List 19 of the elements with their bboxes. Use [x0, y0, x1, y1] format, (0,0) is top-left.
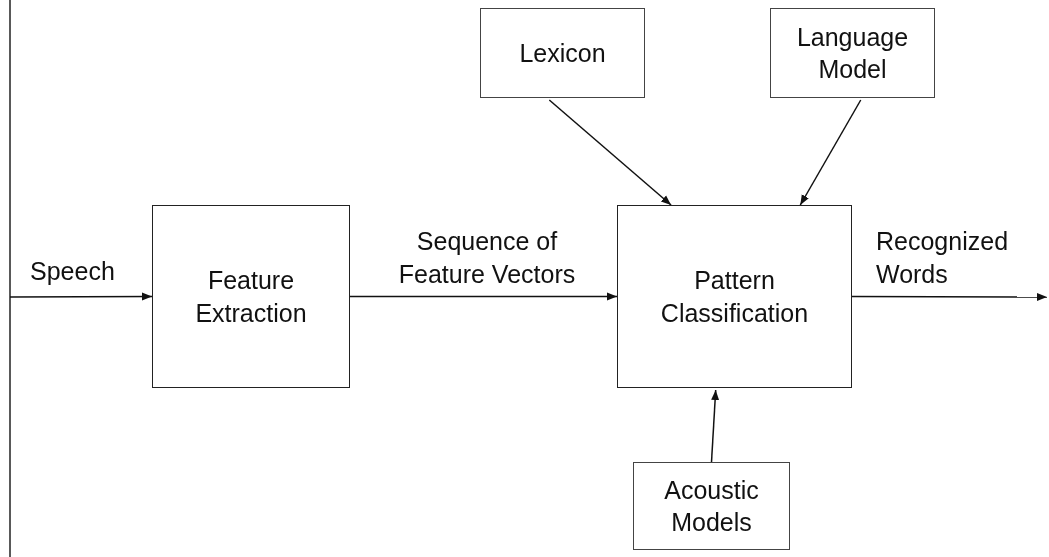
arrow	[9, 292, 153, 301]
resource-box	[480, 8, 645, 98]
process-box	[617, 205, 852, 388]
arrow	[799, 99, 862, 206]
box-label: Lexicon	[519, 37, 606, 69]
box-label: Acoustic Models	[663, 474, 760, 538]
arrow	[710, 389, 720, 463]
resource-box	[770, 8, 935, 98]
resource-box	[633, 462, 790, 550]
edge-label: Speech	[30, 256, 116, 287]
box-label: Feature Extraction	[194, 265, 308, 329]
box-label: Pattern Classification	[659, 265, 810, 329]
box-label: Language Model	[795, 21, 910, 85]
arrow	[548, 99, 672, 206]
arrow	[349, 292, 618, 301]
edge-label: Recognized Words	[876, 226, 1010, 290]
arrow	[851, 292, 1048, 301]
process-box	[152, 205, 350, 388]
edge-label: Sequence of Feature Vectors	[397, 226, 577, 290]
